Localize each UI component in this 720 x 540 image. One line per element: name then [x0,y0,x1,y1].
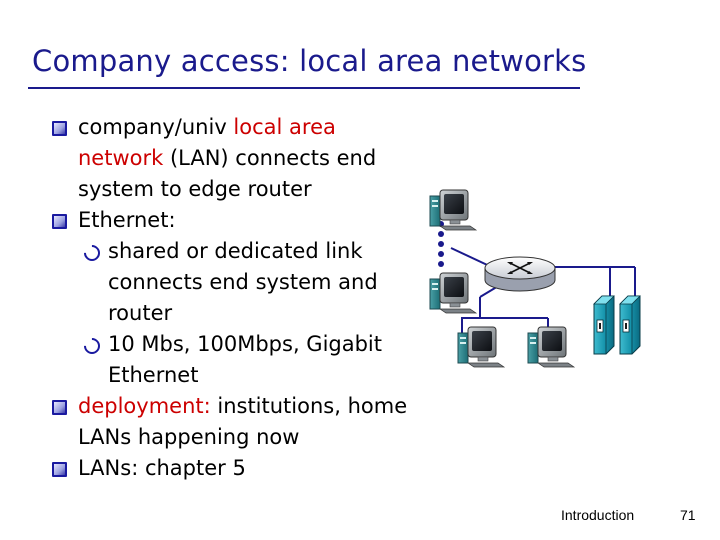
slide-title: Company access: local area networks [32,44,587,78]
desktop-computer-icon [457,326,505,368]
router-icon [484,256,556,292]
footer-label: Introduction [561,507,635,523]
bus-dots [438,221,444,267]
title-rule [28,87,580,89]
bullet-chapter-text: LANs: chapter 5 [78,456,246,480]
square-bullet-icon [52,121,67,136]
bullet-lan: company/univ local area network (LAN) co… [52,112,412,205]
desktop-computer-icon [429,189,477,231]
page-number: 71 [680,507,696,523]
desktop-computer-icon [527,326,575,368]
bullet-ethernet-text: Ethernet: [78,208,176,232]
subbullet-speeds: 10 Mbs, 100Mbps, Gigabit Ethernet [52,329,412,391]
bullet-lan-highlight: local area network [78,115,336,170]
subbullet-link-text: shared or dedicated link connects end sy… [108,239,378,325]
bullet-lan-pre: company/univ [78,115,234,139]
subbullet-speeds-text: 10 Mbs, 100Mbps, Gigabit Ethernet [108,332,382,387]
square-bullet-icon [52,462,67,477]
bullet-deployment: deployment: institutions, home LANs happ… [52,391,412,453]
bullet-deployment-highlight: deployment: [78,394,211,418]
bullet-lan-post: (LAN) connects end system to edge router [78,146,377,201]
server-icon [619,295,641,355]
server-icon [593,295,615,355]
square-bullet-icon [52,214,67,229]
bullet-list: company/univ local area network (LAN) co… [52,112,412,484]
square-bullet-icon [52,400,67,415]
desktop-computer-icon [429,272,477,314]
bullet-deployment-post: institutions, home LANs happening now [78,394,408,449]
bullet-chapter: LANs: chapter 5 [52,453,412,484]
subbullet-link: shared or dedicated link connects end sy… [52,236,412,329]
bullet-ethernet: Ethernet: [52,205,412,236]
